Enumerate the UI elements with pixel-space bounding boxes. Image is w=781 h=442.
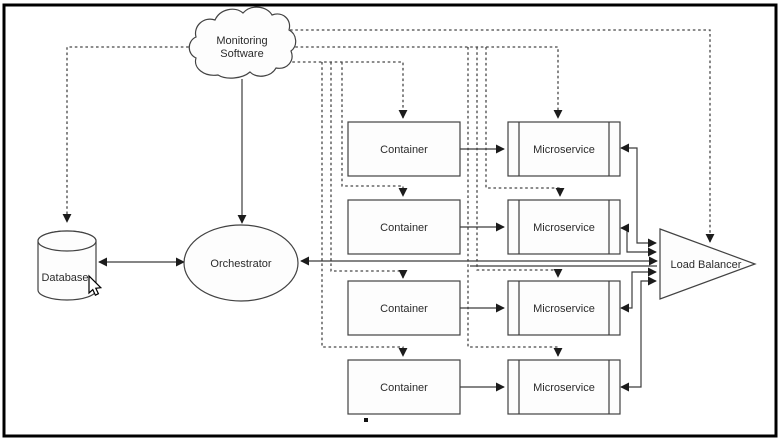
container-3-label: Container [380,303,428,315]
orchestrator-label: Orchestrator [210,258,271,270]
edge-monitoring-container-1 [287,61,408,119]
edge-monitoring-load-balancer [290,29,715,243]
node-monitoring-software: Monitoring Software [188,6,297,79]
microservice-4-label: Microservice [533,382,595,394]
database-cylinder-top [37,230,97,252]
container-4-label: Container [380,382,428,394]
node-microservice-1: Microservice [507,121,621,177]
microservice-1-box [507,121,621,177]
edge-monitoring-container-4 [321,62,408,357]
monitoring-label-line2: Software [220,48,263,60]
edge-monitoring-microservice-4 [467,47,563,357]
node-microservice-2: Microservice [507,199,621,255]
edge-monitoring-microservice-3 [476,47,563,278]
node-microservice-3: Microservice [507,280,621,336]
container-2-box [347,199,461,255]
microservice-4-box [507,359,621,415]
edge-monitoring-container-2 [341,62,408,197]
database-label: Database [41,272,88,284]
container-1-label: Container [380,144,428,156]
stray-dot [364,418,368,422]
microservice-1-label: Microservice [533,144,595,156]
node-container-2: Container [347,199,461,255]
edge-monitoring-microservice-2 [485,47,565,197]
node-load-balancer: Load Balancer [659,228,757,300]
microservice-3-box [507,280,621,336]
container-4-box [347,359,461,415]
edge-microservice-2-load-balancer [620,223,657,257]
node-container-1: Container [347,121,461,177]
orchestrator-ellipse [183,224,299,302]
container-1-box [347,121,461,177]
edge-monitoring-container-3 [330,62,408,279]
node-database: Database [37,230,97,301]
node-microservice-4: Microservice [507,359,621,415]
load-balancer-triangle [659,228,757,300]
monitoring-label-line1: Monitoring [216,35,267,47]
microservice-3-label: Microservice [533,303,595,315]
microservice-2-box [507,199,621,255]
load-balancer-label: Load Balancer [671,259,742,271]
container-2-label: Container [380,222,428,234]
mouse-cursor [88,274,103,297]
edge-microservice-4-load-balancer [620,276,657,392]
node-orchestrator: Orchestrator [183,224,299,302]
microservice-2-label: Microservice [533,222,595,234]
image-frame-border [2,3,778,438]
cloud-shape [188,6,297,79]
node-container-3: Container [347,280,461,336]
container-3-box [347,280,461,336]
node-container-4: Container [347,359,461,415]
